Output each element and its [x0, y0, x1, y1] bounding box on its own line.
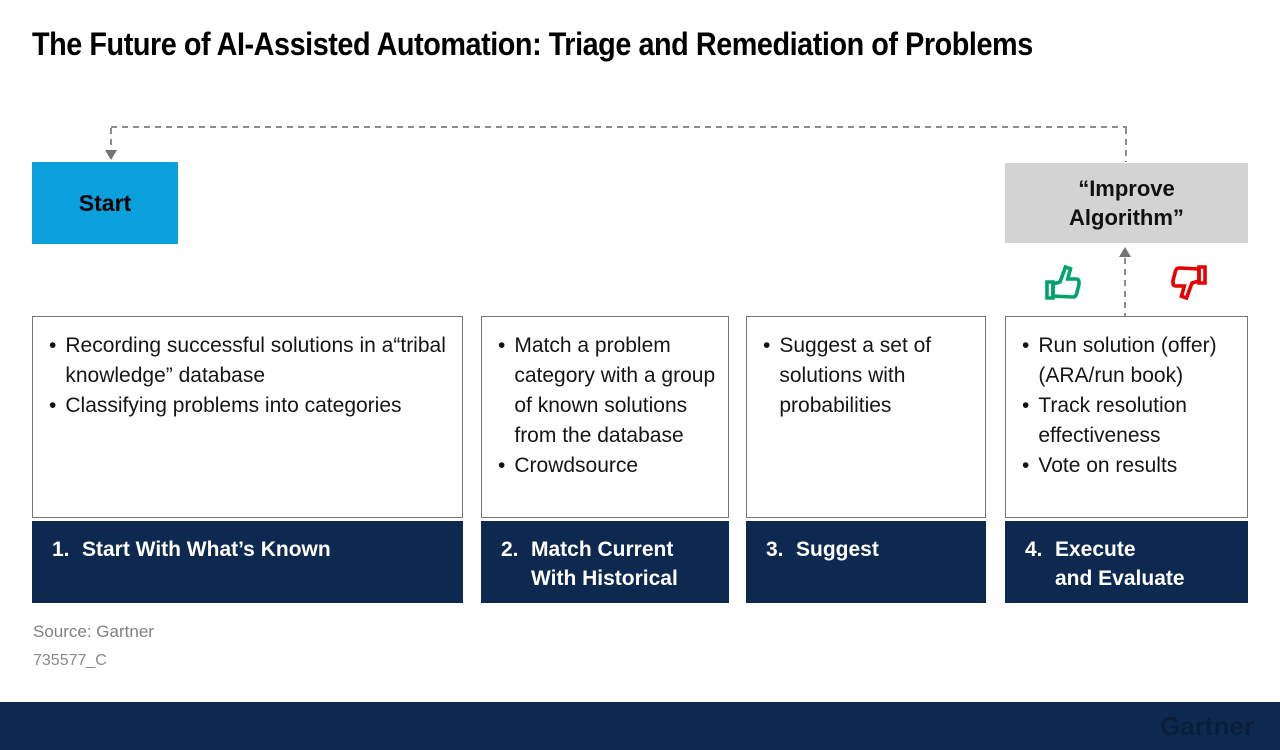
step-box-1: Recording successful solutions in a“trib…	[32, 316, 463, 603]
feedback-arrow-down-icon	[105, 150, 117, 160]
feedback-line-horizontal	[111, 126, 1127, 128]
step-3-label: 3. Suggest	[746, 521, 986, 603]
step-4-bullets: Run solution (offer) (ARA/run book) Trac…	[1005, 316, 1248, 518]
feedback-line-right-vertical	[1125, 128, 1127, 162]
start-label: Start	[78, 189, 132, 216]
improve-algorithm-box: “Improve Algorithm”	[1005, 163, 1248, 243]
step-2-bullets: Match a problem category with a group of…	[481, 316, 729, 518]
gartner-watermark: Gartner	[1160, 711, 1254, 741]
bullet-item: Match a problem category with a group of…	[496, 331, 718, 451]
start-box: Start	[32, 162, 178, 244]
feedback-line-middle-vertical	[1124, 258, 1126, 316]
step-box-2: Match a problem category with a group of…	[481, 316, 729, 603]
step-1-label: 1. Start With What’s Known	[32, 521, 463, 603]
step-3-bullets: Suggest a set of solutions with probabil…	[746, 316, 986, 518]
step-1-bullets: Recording successful solutions in a“trib…	[32, 316, 463, 518]
page-title: The Future of AI-Assisted Automation: Tr…	[32, 26, 1033, 62]
feedback-line-left-vertical	[110, 128, 112, 151]
improve-algorithm-label: “Improve Algorithm”	[1069, 176, 1184, 230]
step-box-3: Suggest a set of solutions with probabil…	[746, 316, 986, 603]
document-id: 735577_C	[33, 652, 107, 669]
bullet-item: Recording successful solutions in a“trib…	[47, 331, 452, 391]
thumbs-down-icon	[1171, 265, 1207, 301]
source-text: Source: Gartner	[33, 622, 154, 641]
bullet-item: Crowdsource	[496, 451, 718, 481]
thumbs-up-icon	[1045, 264, 1081, 300]
bullet-item: Classifying problems into categories	[47, 391, 452, 421]
footer-bar: Gartner	[0, 702, 1280, 750]
bullet-item: Vote on results	[1020, 451, 1237, 481]
bullet-item: Suggest a set of solutions with probabil…	[761, 331, 975, 421]
feedback-arrow-up-icon	[1119, 247, 1131, 257]
bullet-item: Run solution (offer) (ARA/run book)	[1020, 331, 1237, 391]
step-box-4: Run solution (offer) (ARA/run book) Trac…	[1005, 316, 1248, 603]
bullet-item: Track resolution effectiveness	[1020, 391, 1237, 451]
